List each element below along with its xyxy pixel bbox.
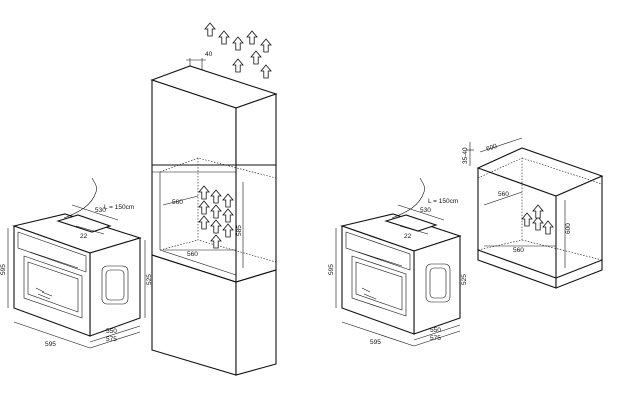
oven-depth-top-label: 530 [420, 207, 431, 214]
ventilation-arrows [204, 22, 272, 79]
oven-depth-top-label: 530 [95, 207, 106, 214]
oven-bottom-depth-b-label: 575 [430, 335, 441, 342]
oven-bottom-depth-a-label: 550 [106, 328, 117, 335]
niche-height-label: 585 [236, 225, 243, 236]
oven-width-label: 595 [45, 341, 56, 348]
cable-length-label: L = 150cm [428, 198, 458, 205]
undercounter-cabinet [466, 137, 604, 289]
oven-height-label: 595 [328, 264, 335, 275]
oven-front-depth-label: 22 [80, 233, 88, 240]
left-dimension-labels: L = 150cm 40 560 560 585 530 22 525 595 … [0, 51, 243, 348]
oven-width-label: 595 [370, 339, 381, 346]
vent-gap-label: 40 [205, 51, 213, 58]
top-width-label: 600 [485, 143, 498, 153]
niche-width-label: 560 [187, 251, 198, 258]
right-dimension-labels: L = 150cm 35-40 600 560 560 600 530 22 5… [328, 143, 572, 346]
niche-depth-label: 560 [498, 191, 509, 198]
oven-side-depth-label: 525 [146, 274, 153, 285]
niche-width-label: 560 [513, 247, 524, 254]
oven-left [7, 177, 146, 349]
cable-length-label: L = 150cm [104, 204, 134, 211]
oven-bottom-depth-b-label: 575 [106, 336, 117, 343]
tall-cabinet [150, 58, 278, 376]
oven-front-depth-label: 22 [404, 233, 412, 240]
niche-height-label: 600 [565, 223, 572, 234]
oven-bottom-depth-a-label: 550 [430, 327, 441, 334]
niche-depth-label: 560 [172, 199, 183, 206]
oven-height-label: 595 [0, 264, 7, 275]
counter-gap-label: 35-40 [462, 147, 469, 164]
oven-right [335, 177, 462, 347]
oven-side-depth-label: 525 [461, 274, 468, 285]
